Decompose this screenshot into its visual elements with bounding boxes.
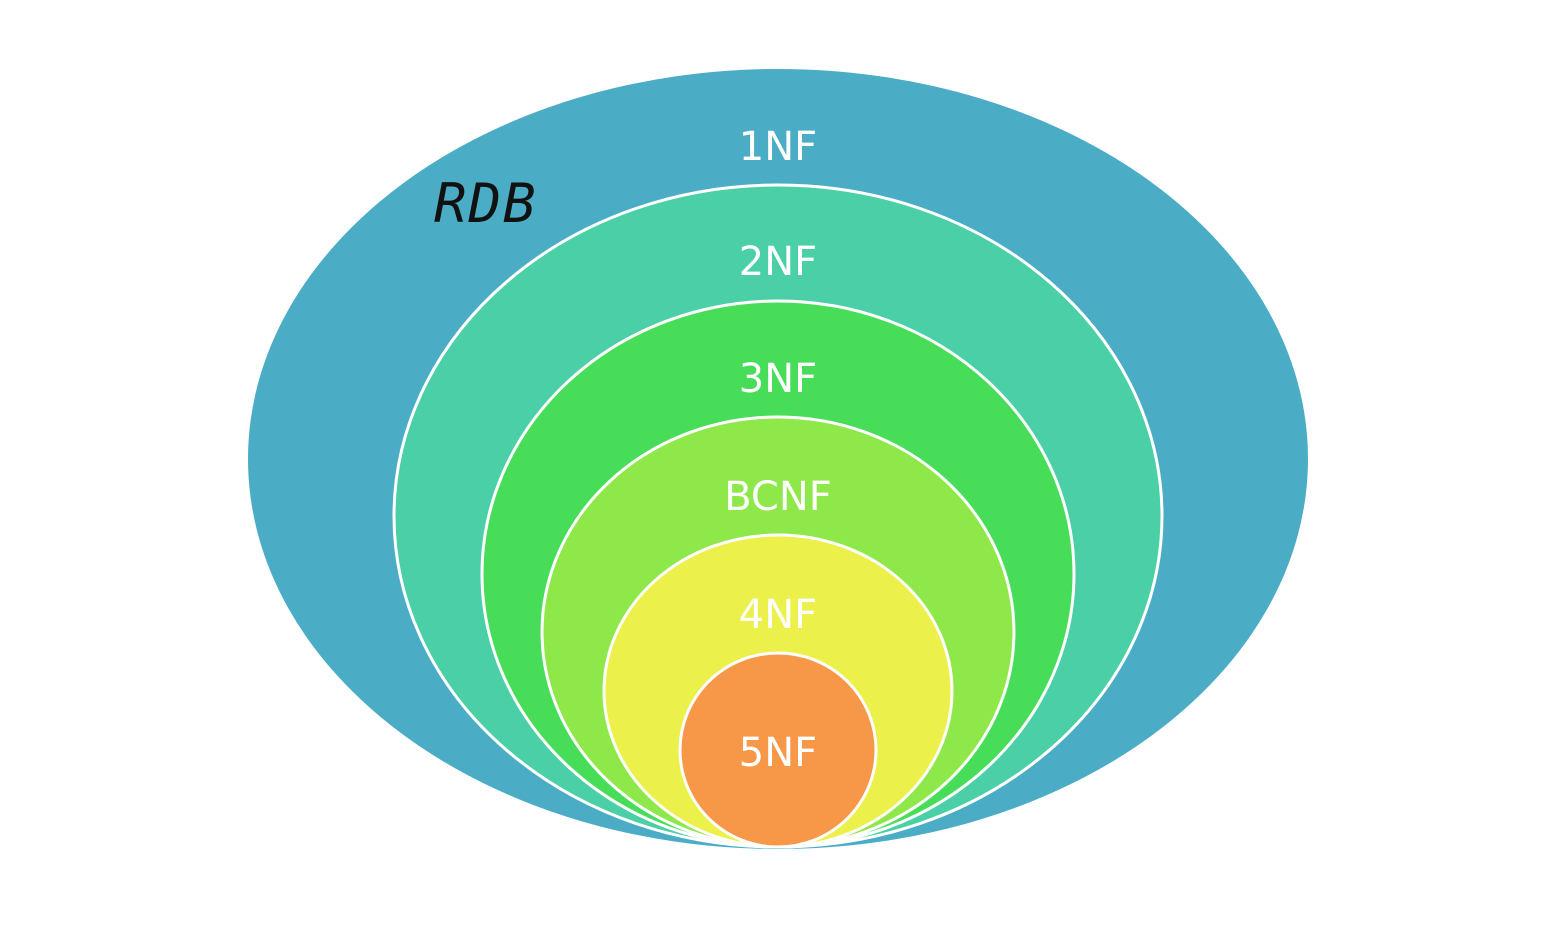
level-5nf-label: 5NF [739,730,817,776]
level-1nf-label: 1NF [739,124,817,170]
level-5nf-ellipse [678,651,878,849]
level-4nf-label: 4NF [739,592,817,638]
level-bcnf-label: BCNF [724,474,832,520]
level-3nf-label: 3NF [739,356,817,402]
rdb-outer-label: RDB [434,172,538,235]
level-2nf-label: 2NF [739,239,817,285]
